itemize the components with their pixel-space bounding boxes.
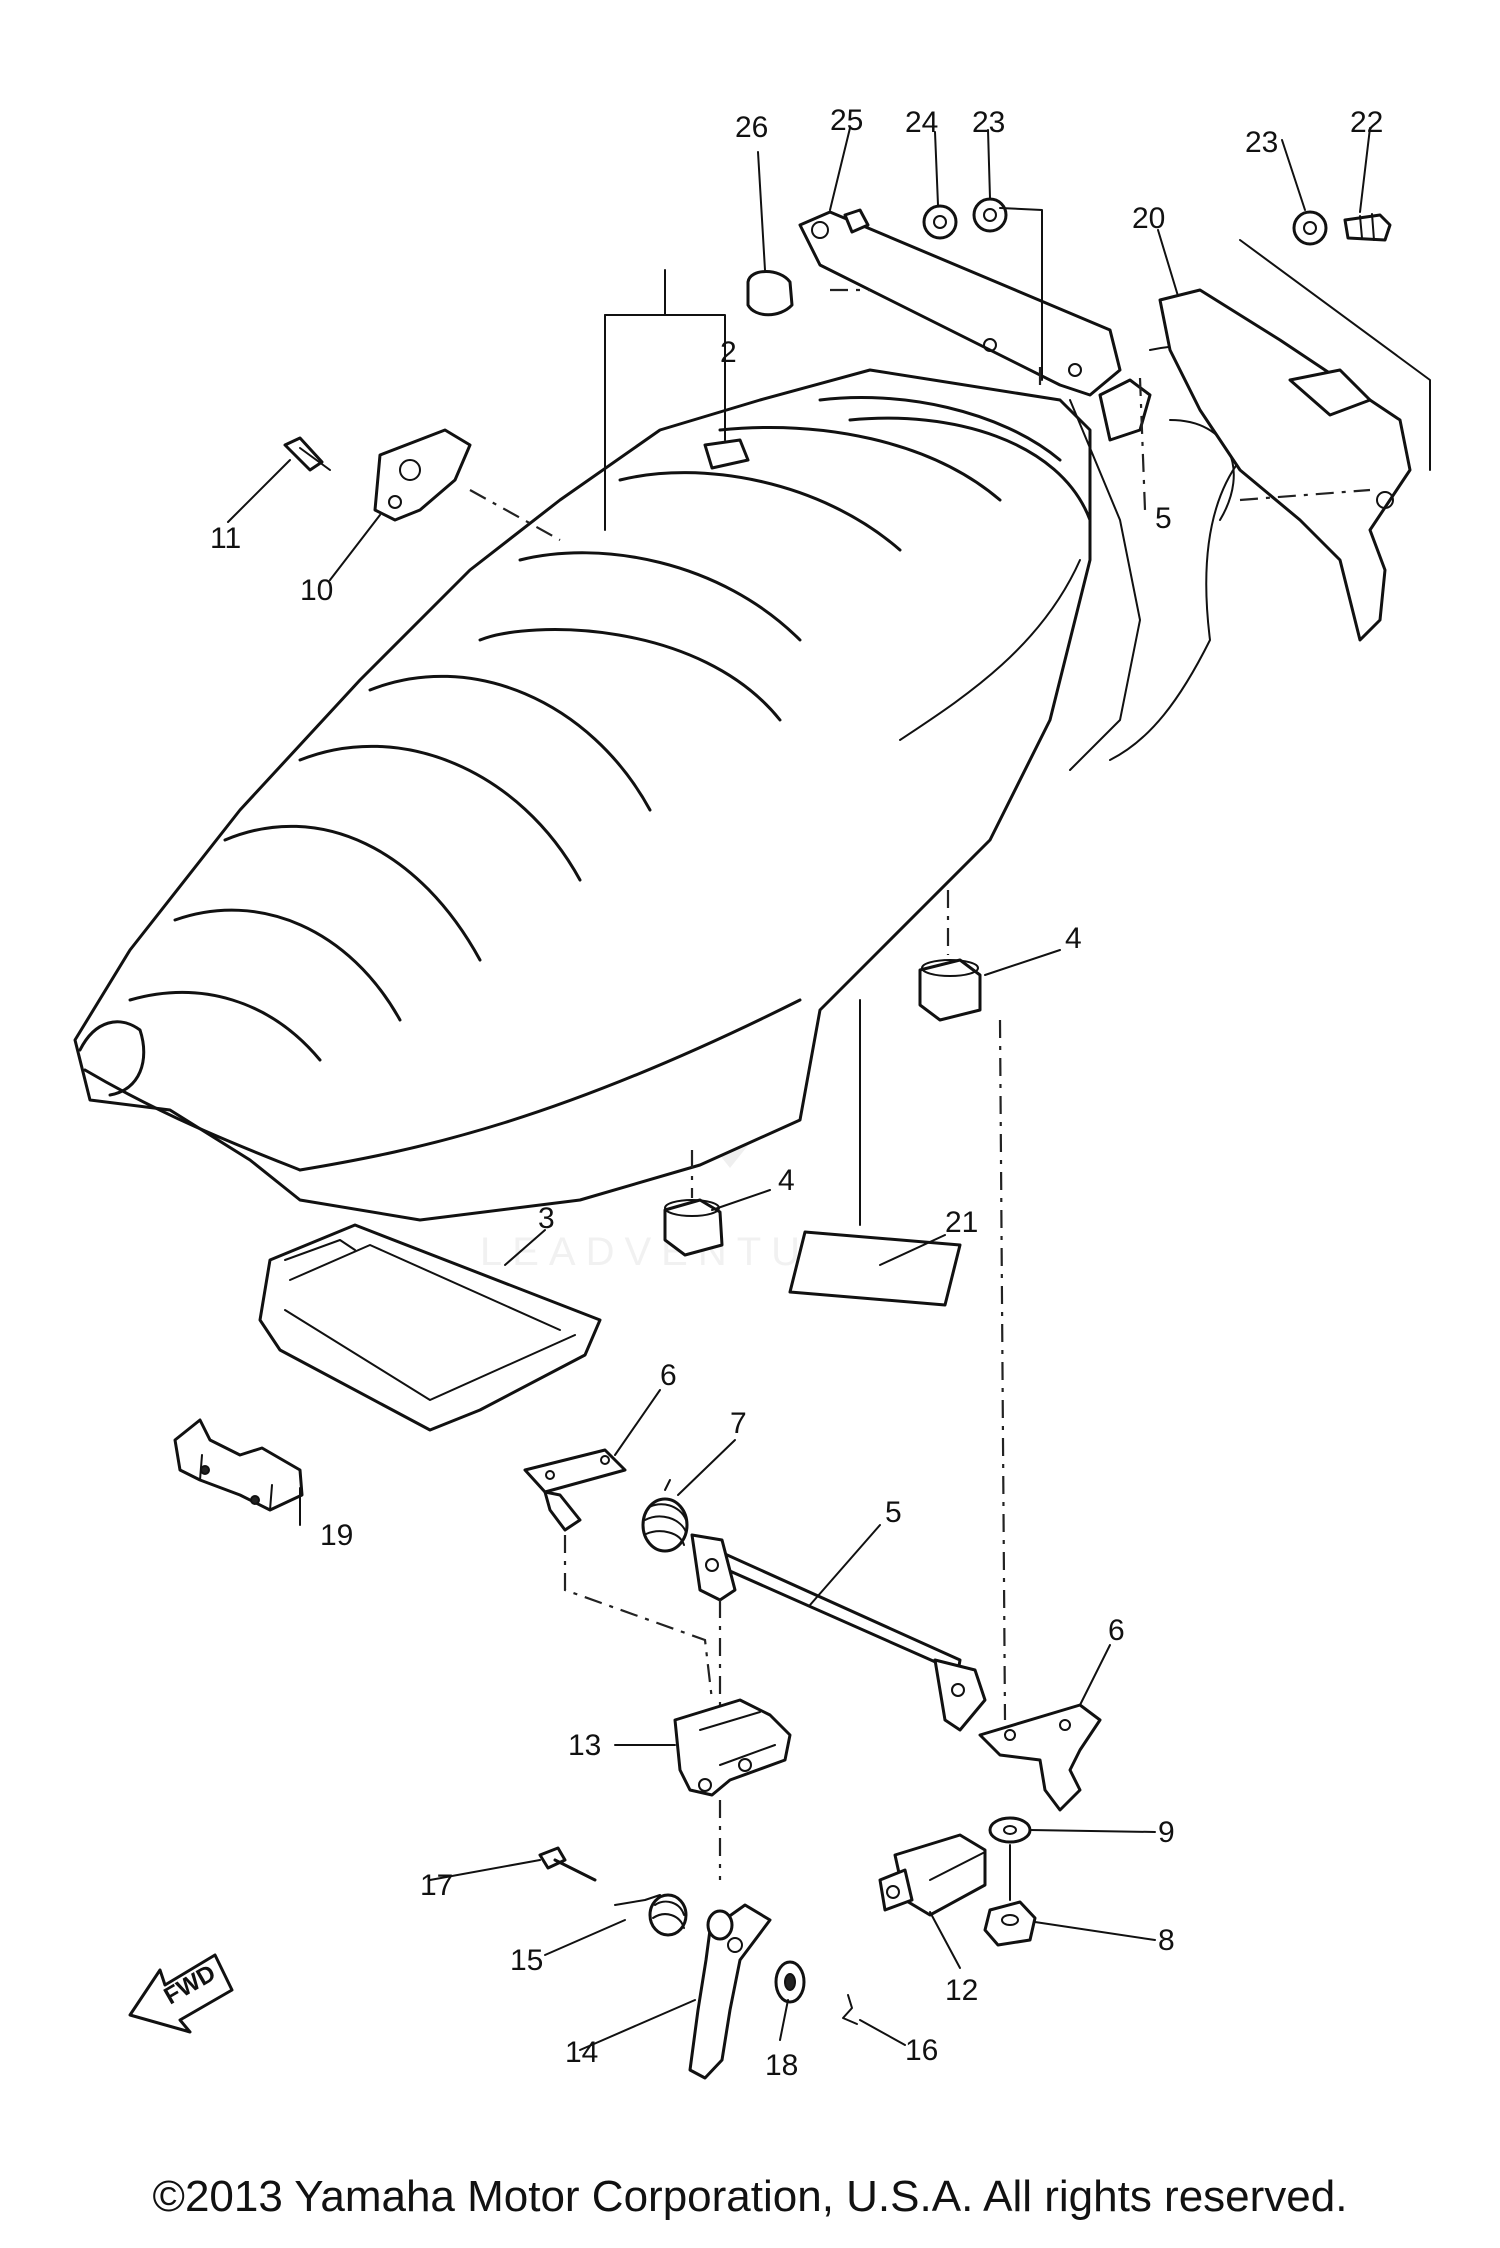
callout-5-top: 5 [1155, 502, 1172, 535]
part-22-bolt [1343, 213, 1392, 242]
part-23-washer-right [1292, 210, 1328, 246]
callout-4-upper: 4 [1065, 922, 1082, 955]
callout-26: 26 [735, 111, 768, 144]
part-21-label [788, 999, 962, 1307]
callout-3: 3 [538, 1202, 555, 1235]
reference-lines-top [830, 207, 1431, 511]
callout-19: 19 [320, 1519, 353, 1552]
part-23-washer [972, 197, 1008, 233]
callout-20: 20 [1132, 202, 1165, 235]
callout-2: 2 [720, 336, 737, 369]
part-15-spring [614, 1893, 688, 1937]
part-7-spring [641, 1479, 689, 1553]
callout-labels: 26 25 24 23 23 22 20 2 11 10 5 4 4 3 21 … [210, 104, 1383, 2082]
callout-24: 24 [905, 106, 938, 139]
part-14-lever [688, 1903, 772, 2080]
callout-11: 11 [210, 522, 241, 555]
callout-7: 7 [730, 1407, 747, 1440]
part-4-damper-lower [663, 1150, 724, 1257]
part-10-hook [373, 428, 561, 541]
callout-15: 15 [510, 1944, 543, 1977]
part-5-rod [690, 1533, 987, 1732]
leader-lines [227, 127, 1371, 2051]
callout-23: 23 [972, 106, 1005, 139]
seat-assembly [73, 344, 1267, 1222]
callout-17: 17 [420, 1869, 453, 1902]
callout-16: 16 [905, 2034, 938, 2067]
part-9-washer [988, 1816, 1032, 1844]
callout-6-upper: 6 [660, 1359, 677, 1392]
callout-23-right: 23 [1245, 126, 1278, 159]
part-bracket-small [1098, 378, 1152, 442]
part-24-nut [922, 204, 958, 240]
callout-13: 13 [568, 1729, 601, 1762]
part-6-plate-lower [978, 1019, 1102, 1812]
callout-25: 25 [830, 104, 863, 137]
part-16-clip [842, 1994, 858, 2025]
callout-22: 22 [1350, 106, 1383, 139]
fwd-arrow-icon: FWD [128, 1953, 234, 2034]
callout-12: 12 [945, 1974, 978, 2007]
part-8-nut [983, 1900, 1037, 1947]
part-26-cap [746, 270, 794, 317]
part-19-bracket [173, 1418, 304, 1512]
part-25-bracket [798, 208, 1122, 397]
copyright-notice: ©2013 Yamaha Motor Corporation, U.S.A. A… [152, 2172, 1348, 2221]
callout-10: 10 [300, 574, 333, 607]
part-18-washer [774, 1960, 806, 2004]
part-11-screw [283, 436, 331, 472]
part-12-lock [878, 1833, 987, 1917]
part-4-damper-upper [918, 890, 982, 1022]
callout-21: 21 [945, 1206, 978, 1239]
callout-5: 5 [885, 1496, 902, 1529]
part-20-grab-bar [1158, 288, 1412, 642]
callout-18: 18 [765, 2049, 798, 2082]
part-17-pin [538, 1846, 597, 1882]
callout-6-lower: 6 [1108, 1614, 1125, 1647]
part-13-latch [673, 1698, 792, 1880]
callout-8: 8 [1158, 1924, 1175, 1957]
callout-14: 14 [565, 2036, 598, 2069]
callout-9: 9 [1158, 1816, 1175, 1849]
callout-4-lower: 4 [778, 1164, 795, 1197]
part-6-plate-upper [523, 1448, 714, 1701]
part-3-tray [258, 1223, 602, 1432]
part-2-group-bracket [604, 269, 750, 531]
